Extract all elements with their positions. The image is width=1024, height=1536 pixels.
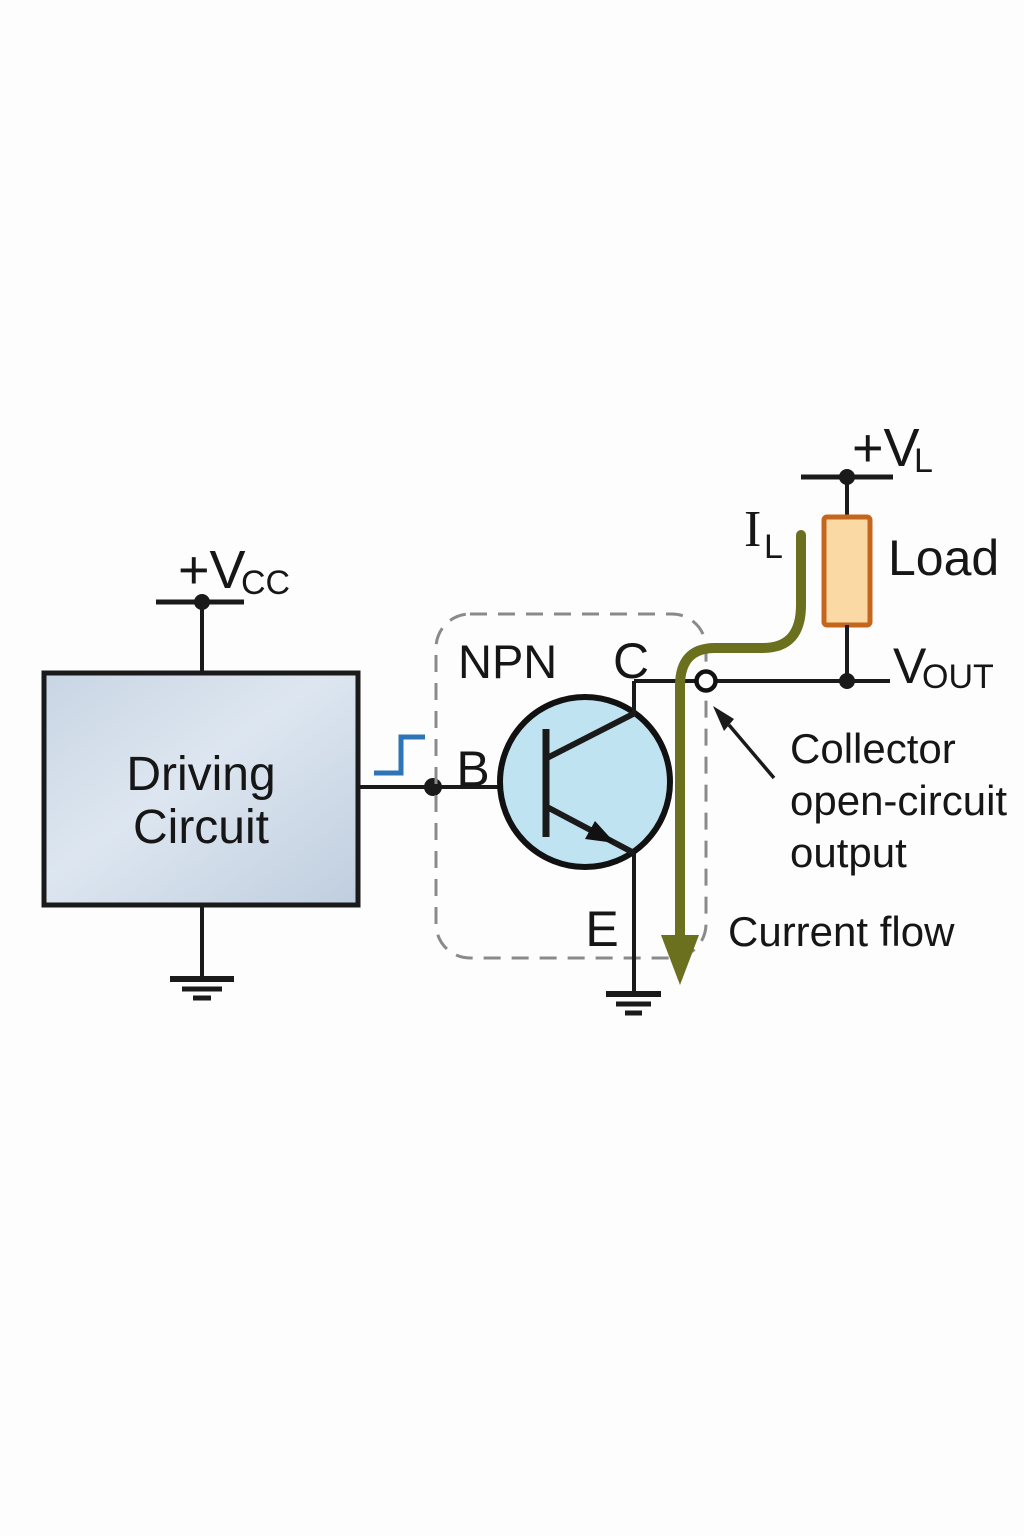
annotation-arrowhead-icon bbox=[713, 706, 734, 731]
load-branch: +V L Load bbox=[801, 418, 999, 681]
transistor-body-circle bbox=[497, 694, 673, 870]
base-junction-dot bbox=[424, 778, 442, 796]
npn-transistor: NPN C B E bbox=[456, 633, 673, 993]
npn-label: NPN bbox=[458, 635, 557, 688]
driving-circuit-label-line2: Circuit bbox=[133, 801, 269, 854]
vout-junction-dot bbox=[839, 673, 855, 689]
emitter-arrow-icon bbox=[585, 821, 615, 843]
transistor-collector-line bbox=[545, 710, 637, 761]
vout-label-subscript: OUT bbox=[922, 658, 994, 696]
vout-label: V bbox=[893, 638, 927, 694]
driving-circuit-label-line1: Driving bbox=[126, 748, 275, 801]
vl-label: +V bbox=[852, 418, 920, 478]
base-label: B bbox=[456, 741, 489, 797]
vl-label-subscript: L bbox=[914, 442, 933, 480]
vcc-label: +V bbox=[178, 540, 246, 600]
annotation-line1: Collector bbox=[790, 725, 956, 772]
driving-circuit-ground bbox=[170, 905, 234, 1001]
vcc-supply-rail: +V CC bbox=[156, 540, 290, 674]
load-label: Load bbox=[888, 530, 999, 586]
driving-circuit-box bbox=[41, 670, 361, 908]
current-flow-label: Current flow bbox=[728, 908, 955, 955]
collector-label: C bbox=[613, 633, 649, 689]
driving-circuit-block: Driving Circuit bbox=[41, 670, 361, 908]
il-label: I bbox=[744, 501, 761, 558]
open-circuit-terminal-icon bbox=[694, 669, 718, 693]
current-flow-path bbox=[675, 530, 806, 942]
transistor-dashed-outline bbox=[434, 612, 708, 960]
vout-node: V OUT bbox=[715, 638, 994, 696]
step-signal-icon bbox=[374, 734, 425, 776]
annotation-line3: output bbox=[790, 829, 907, 876]
open-circuit-annotation: Collector open-circuit output bbox=[713, 706, 1007, 876]
current-flow-arrowhead-icon bbox=[661, 935, 699, 985]
vcc-label-subscript: CC bbox=[241, 564, 290, 602]
load-resistor bbox=[821, 514, 873, 628]
il-label-subscript: L bbox=[764, 528, 783, 566]
current-flow-arrow: I L bbox=[661, 501, 806, 985]
annotation-line2: open-circuit bbox=[790, 777, 1007, 824]
emitter-label: E bbox=[585, 901, 618, 957]
annotation-arrow-line bbox=[727, 723, 776, 780]
emitter-ground bbox=[606, 991, 661, 1016]
